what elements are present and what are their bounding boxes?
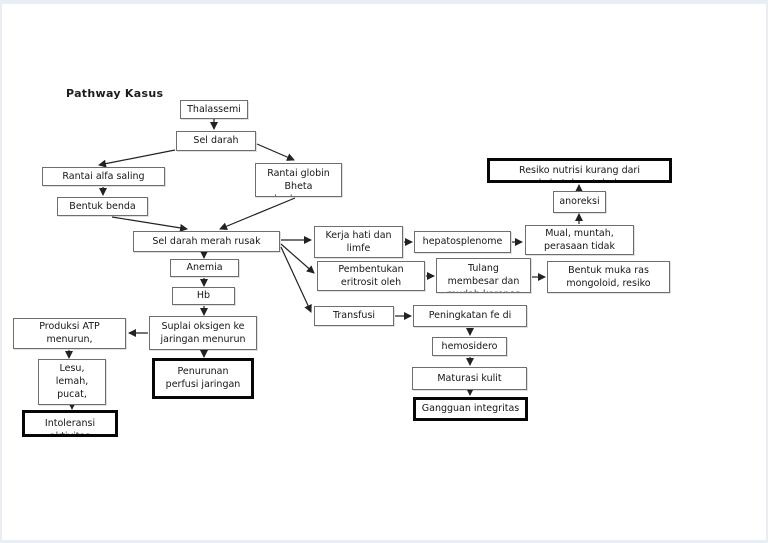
node-label-line: Peningkatan fe di bbox=[428, 310, 512, 321]
node-clipped-line: berkurang bbox=[256, 193, 341, 196]
node-label-line: Sel darah merah rusak bbox=[152, 236, 261, 247]
flow-node-sel-darah-merah-rusak: Sel darah merah rusak bbox=[133, 231, 280, 252]
flow-node-pembentukan-eritrosit: Pembentukan eritrosit oleh bbox=[317, 261, 425, 291]
node-label-line: Sel darah bbox=[193, 135, 239, 146]
node-label-line: Hb bbox=[196, 290, 211, 301]
node-label-line: Pembentukan bbox=[338, 264, 404, 275]
node-label-line: Bentuk muka ras bbox=[568, 265, 649, 276]
node-label-line: mongoloid, resiko bbox=[566, 278, 651, 289]
flow-node-rantai-alfa-saling: Rantai alfa saling bbox=[42, 167, 165, 186]
node-label-line: Bheta bbox=[284, 181, 313, 192]
node-label-line: pucat, bbox=[57, 389, 87, 400]
node-label-line: Rantai globin bbox=[267, 168, 330, 179]
flow-node-kerja-hati-dan-limfe: Kerja hati dan limfe bbox=[314, 226, 403, 258]
flow-node-peningkatan-fe: Peningkatan fe di bbox=[413, 305, 527, 327]
flow-node-anemia: Anemia bbox=[170, 259, 239, 277]
node-clipped-line: mudah keropos bbox=[437, 288, 530, 292]
node-label-line: perfusi jaringan bbox=[165, 379, 241, 390]
node-label-line: membesar dan bbox=[447, 276, 520, 287]
node-label-line: Penurunan bbox=[177, 366, 229, 377]
flow-arrow bbox=[111, 216, 188, 232]
flow-node-bentuk-benda: Bentuk benda bbox=[57, 197, 148, 216]
node-label-line: Tulang bbox=[468, 263, 499, 274]
flow-node-hepatosplenome: hepatosplenome bbox=[414, 231, 511, 253]
flow-arrow bbox=[219, 197, 296, 231]
flow-node-thalassemi: Thalassemi bbox=[180, 100, 248, 119]
flow-arrow bbox=[256, 143, 295, 161]
node-label-line: Intoleransi bbox=[44, 418, 96, 429]
flow-arrow bbox=[98, 149, 176, 168]
node-label-line: Kerja hati dan bbox=[325, 230, 392, 241]
flow-node-mual-muntah: Mual, muntah, perasaan tidak bbox=[525, 225, 634, 255]
node-label-line: Rantai alfa saling bbox=[62, 171, 145, 182]
node-label-line: limfe bbox=[346, 243, 371, 254]
node-label-line: hepatosplenome bbox=[422, 236, 503, 247]
node-clipped-line: kebutuhan tubuh bbox=[490, 177, 669, 180]
flow-node-rantai-globin-bheta: Rantai globinBhetaberkurang bbox=[255, 163, 342, 197]
node-label-line: Lesu, bbox=[59, 363, 85, 374]
node-label-line: lemah, bbox=[55, 376, 89, 387]
flow-node-bentuk-muka-ras: Bentuk muka ras mongoloid, resiko bbox=[547, 261, 670, 293]
node-clipped-line: aktivitas bbox=[49, 431, 91, 437]
node-label-line: Mual, muntah, bbox=[545, 228, 614, 239]
node-label-line: perasaan tidak bbox=[544, 241, 615, 252]
flow-node-produksi-atp: Produksi ATP menurun, bbox=[13, 318, 126, 349]
node-label-line: menurun, bbox=[46, 334, 93, 345]
flow-node-maturasi-kulit: Maturasi kulit bbox=[412, 367, 527, 390]
node-label-line: Transfusi bbox=[332, 310, 376, 321]
flow-node-hemosidero: hemosidero bbox=[432, 337, 507, 356]
flow-node-transfusi: Transfusi bbox=[314, 306, 394, 326]
flow-node-anoreksi: anoreksi bbox=[553, 191, 606, 213]
flow-node-tulang-membesar: Tulang membesar danmudah keropos bbox=[436, 258, 531, 293]
flow-node-penurunan-perfusi: Penurunan perfusi jaringan bbox=[152, 358, 254, 399]
node-label-line: hemosidero bbox=[441, 341, 498, 352]
node-label-line: Maturasi kulit bbox=[437, 373, 502, 384]
flow-node-suplai-oksigen: Suplai oksigen ke jaringan menurun bbox=[149, 316, 257, 350]
diagram-title: Pathway Kasus bbox=[66, 87, 164, 100]
flow-node-sel-darah: Sel darah bbox=[176, 131, 256, 151]
flow-node-intoleransi: Intoleransi aktivitas bbox=[22, 410, 118, 437]
node-label-line: Resiko nutrisi kurang dari bbox=[519, 165, 640, 176]
flow-arrow bbox=[280, 246, 312, 313]
node-label-line: Bentuk benda bbox=[69, 201, 136, 212]
node-label-line: jaringan menurun bbox=[160, 334, 246, 345]
node-label-line: anoreksi bbox=[559, 196, 600, 207]
node-label-line: Gangguan integritas bbox=[421, 403, 520, 414]
flow-node-hb: Hb bbox=[172, 287, 235, 305]
node-label-line: Produksi ATP bbox=[39, 321, 100, 332]
node-label-line: eritrosit oleh bbox=[340, 277, 402, 288]
flow-arrow bbox=[280, 243, 315, 274]
node-label-line: Suplai oksigen ke bbox=[161, 321, 245, 332]
flow-node-resiko-nutrisi: Resiko nutrisi kurang darikebutuhan tubu… bbox=[487, 158, 672, 183]
flow-node-lesu-lemah-pucat: Lesu, lemah, pucat, bbox=[38, 359, 106, 405]
flow-node-gangguan-integritas: Gangguan integritas bbox=[413, 397, 528, 421]
node-label-line: Anemia bbox=[186, 262, 223, 273]
node-label-line: Thalassemi bbox=[187, 104, 241, 115]
